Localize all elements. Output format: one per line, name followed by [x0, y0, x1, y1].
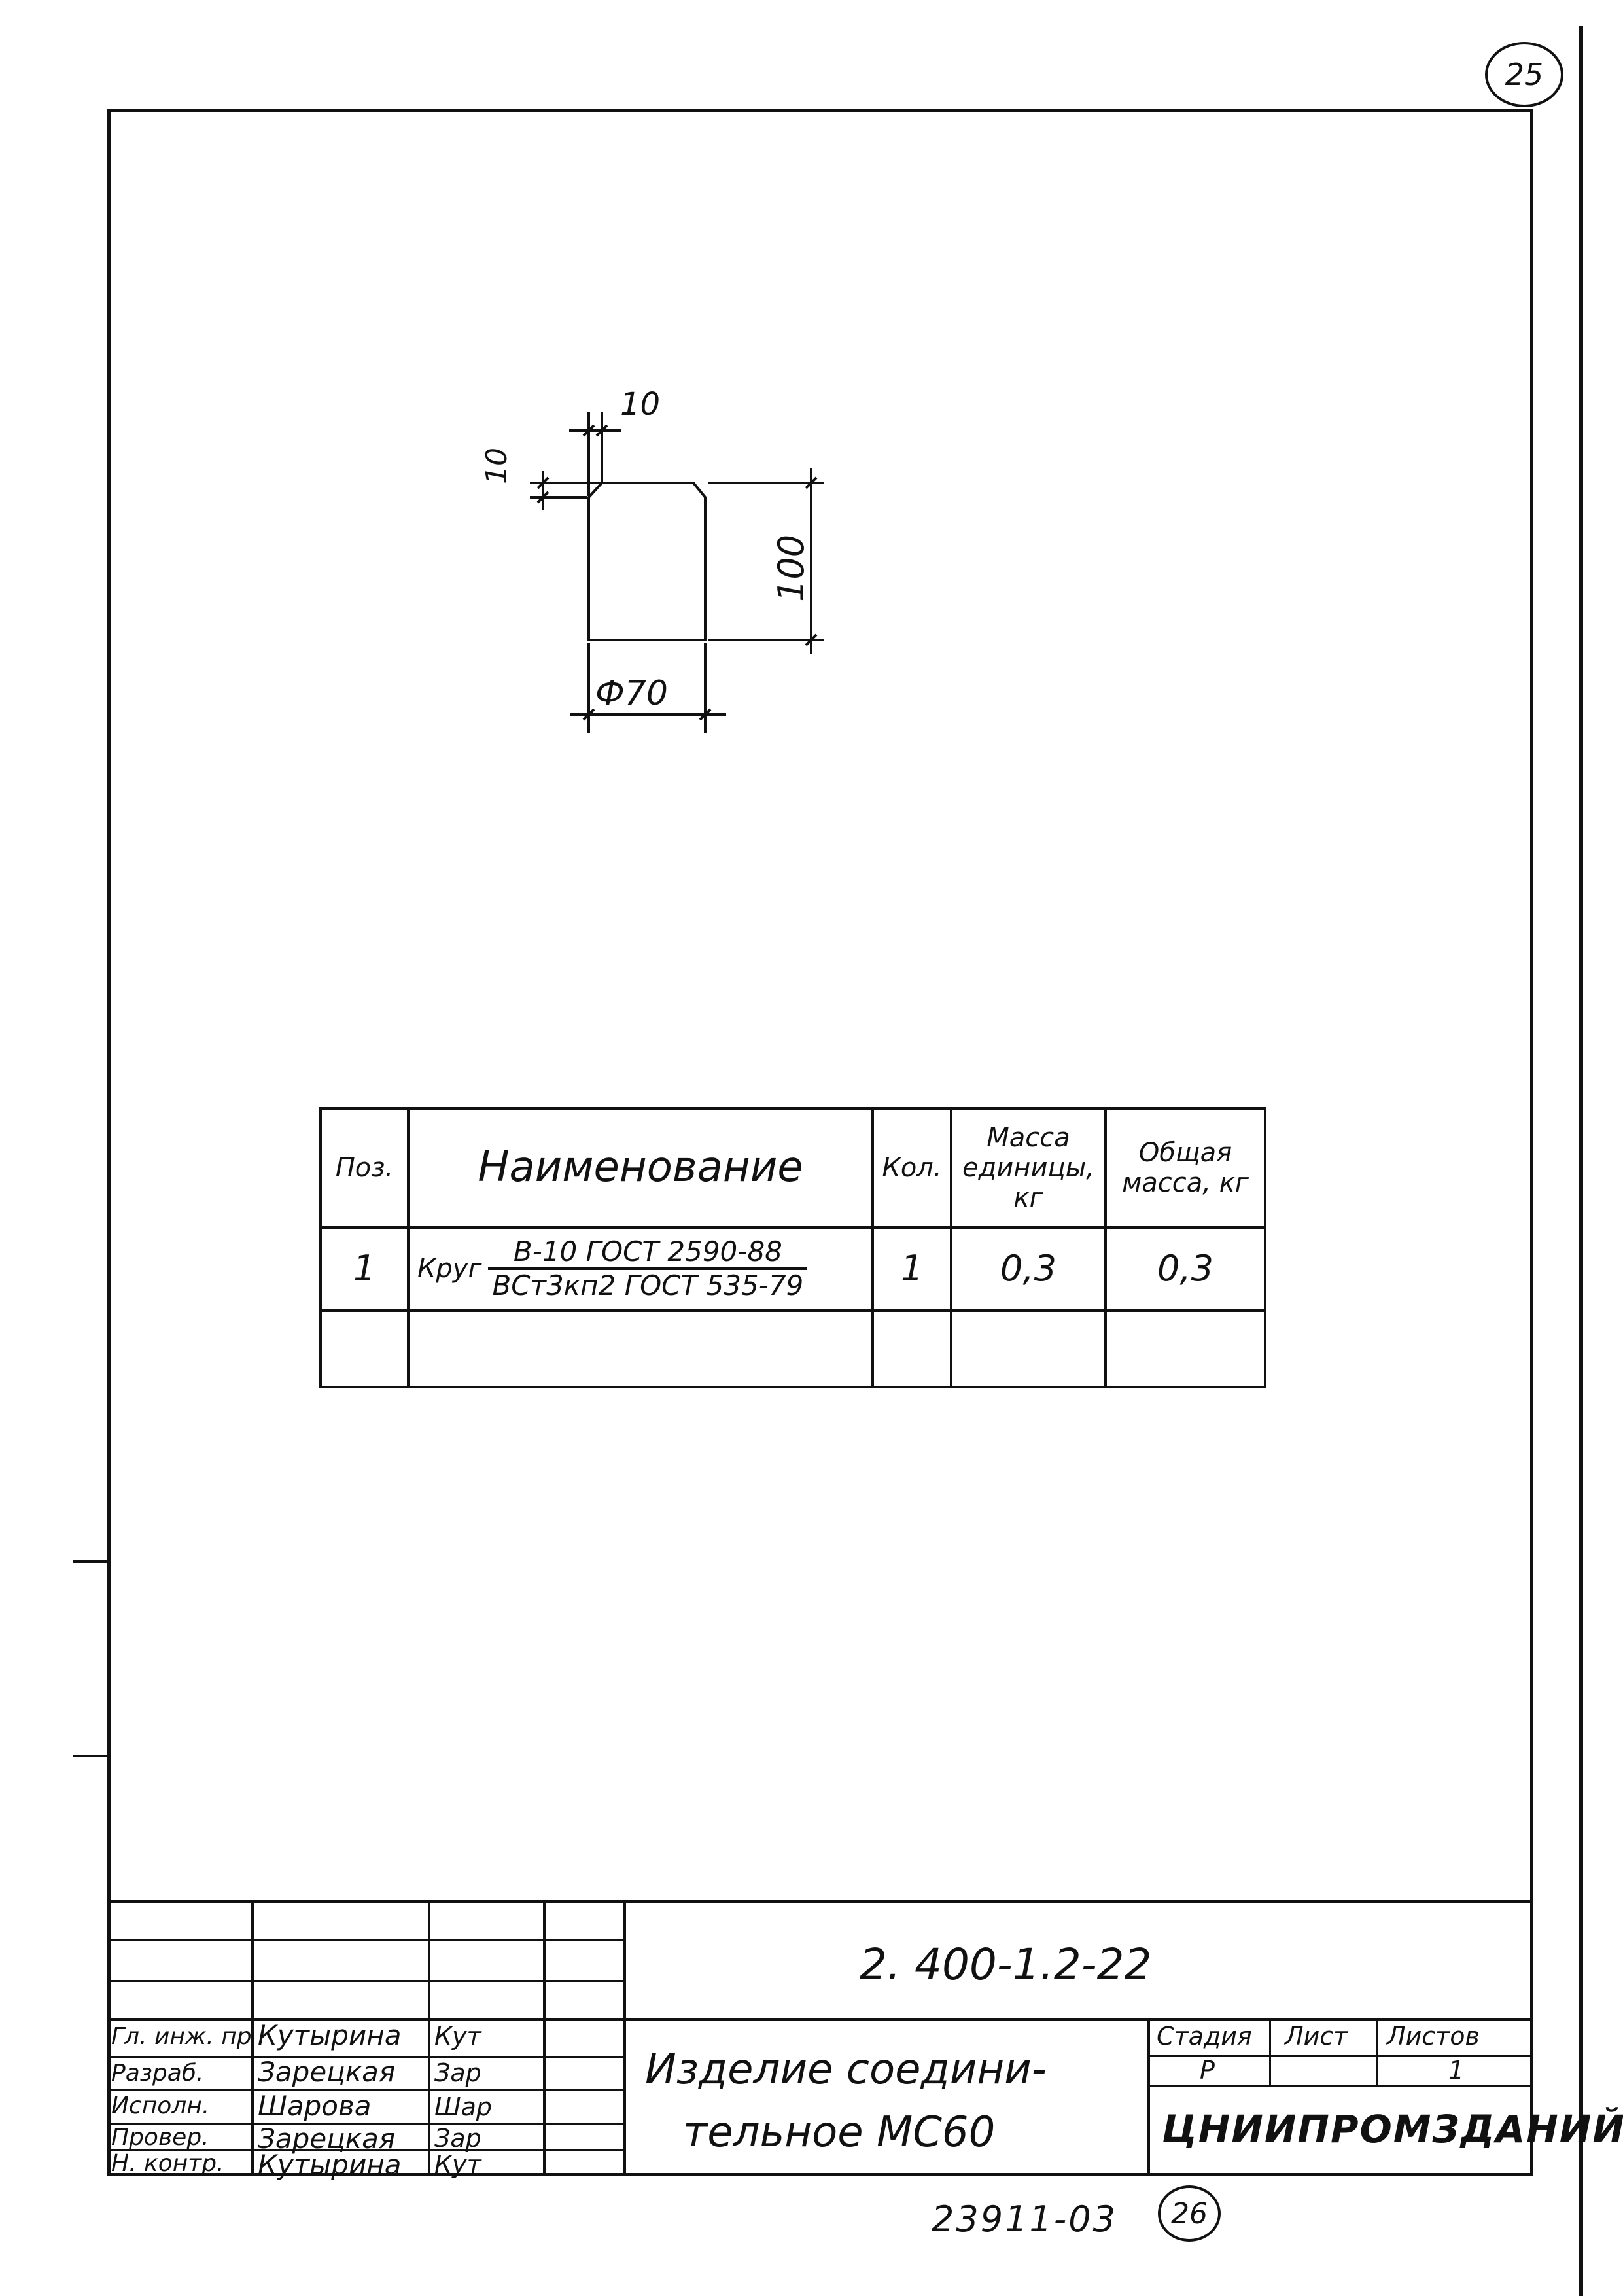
- header-name: Наименование: [407, 1107, 874, 1229]
- row-qty: 1: [871, 1226, 952, 1312]
- stage-label: Стадия: [1157, 2022, 1252, 2051]
- sheets-label: Листов: [1387, 2022, 1480, 2051]
- row-name-denominator: ВСт3кп2 ГОСТ 535-79: [492, 1269, 804, 1302]
- row-name-numerator: В-10 ГОСТ 2590-88: [488, 1235, 808, 1271]
- spec-header-row: Поз. Наименование Кол. Масса единицы, кг…: [319, 1107, 1266, 1229]
- role-label: Разраб.: [111, 2060, 204, 2087]
- table-row-empty: [319, 1309, 1266, 1389]
- person-name: Кутырина: [258, 2019, 402, 2051]
- person-name: Кутырина: [258, 2149, 402, 2181]
- signature: Кут: [434, 2150, 481, 2179]
- signature: Шар: [434, 2093, 493, 2121]
- row-unit-mass: 0,3: [950, 1226, 1107, 1312]
- role-label: Н. контр.: [111, 2150, 224, 2177]
- document-title-line1: Изделие соедини-: [645, 2045, 1047, 2094]
- drawing-number: 2. 400-1.2-22: [860, 1939, 1152, 1990]
- role-label: Провер.: [111, 2124, 209, 2151]
- signature: Кут: [434, 2022, 481, 2051]
- person-name: Зарецкая: [258, 2056, 396, 2088]
- row-total-mass: 0,3: [1104, 1226, 1266, 1312]
- person-name: Шарова: [258, 2090, 372, 2122]
- dim-chamfer-height: 10: [480, 448, 514, 484]
- part-outline: [587, 482, 707, 641]
- organization-name: ЦНИИПРОМЗДАНИЙ: [1162, 2107, 1623, 2151]
- dim-chamfer-width: 10: [620, 386, 661, 423]
- document-title-line2: тельное МС60: [683, 2108, 996, 2157]
- header-unit-mass: Масса единицы, кг: [950, 1107, 1107, 1229]
- bottom-page-number: 26: [1158, 2185, 1221, 2242]
- left-margin-tick: [73, 1755, 109, 1757]
- part-drawing: [530, 412, 824, 733]
- left-margin-tick: [73, 1560, 109, 1563]
- title-block: 2. 400-1.2-22 Гл. инж. пр Кутырина Кут Р…: [107, 1900, 1623, 2181]
- dim-diameter: Ф70: [595, 674, 668, 713]
- header-total-mass: Общая масса, кг: [1104, 1107, 1266, 1229]
- binding-edge-line: [1579, 26, 1583, 2296]
- row-pos: 1: [319, 1226, 410, 1312]
- stage-value: Р: [1200, 2056, 1215, 2085]
- role-label: Исполн.: [111, 2093, 210, 2119]
- signature: Зар: [434, 2058, 481, 2087]
- spec-table: Поз. Наименование Кол. Масса единицы, кг…: [319, 1107, 1266, 1389]
- sheet-frame: [107, 109, 1533, 2176]
- header-pos: Поз.: [319, 1107, 410, 1229]
- signature: Зар: [434, 2124, 481, 2153]
- role-label: Гл. инж. пр: [111, 2023, 252, 2050]
- dim-length: 100: [771, 534, 812, 602]
- archive-code: 23911-03: [932, 2199, 1117, 2240]
- sheets-value: 1: [1448, 2056, 1465, 2085]
- header-qty: Кол.: [871, 1107, 952, 1229]
- person-name: Зарецкая: [258, 2123, 396, 2155]
- row-name-prefix: Круг: [417, 1254, 482, 1284]
- top-page-number: 25: [1485, 42, 1563, 107]
- sheet-label: Лист: [1285, 2022, 1348, 2051]
